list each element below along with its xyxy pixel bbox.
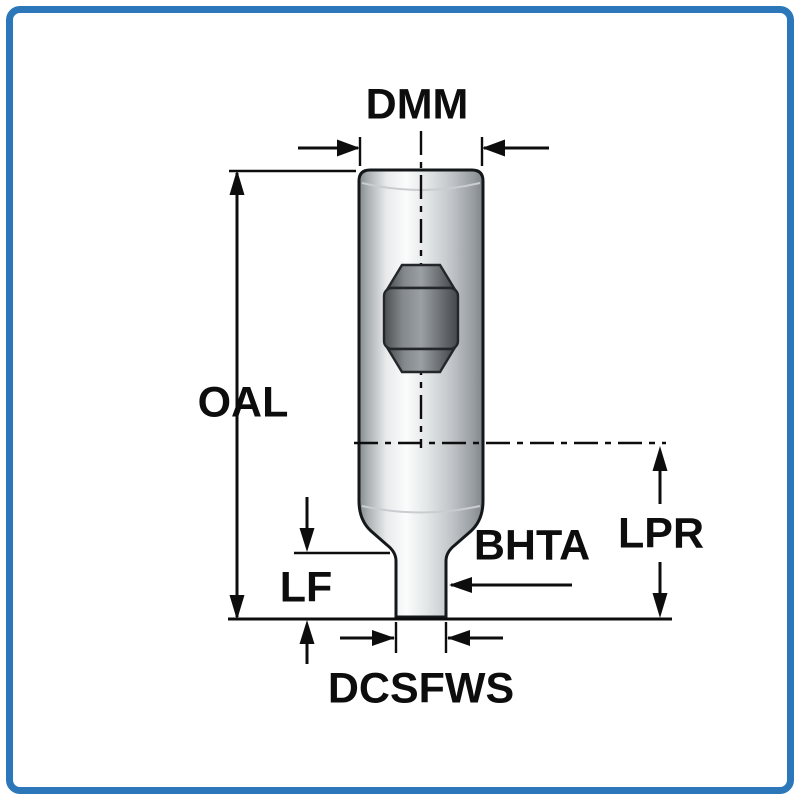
dmm-dimension bbox=[298, 137, 549, 166]
bhta-leader bbox=[449, 577, 572, 593]
bhta-arrow bbox=[449, 577, 472, 593]
label-lpr: LPR bbox=[618, 509, 704, 558]
oal-arrow-bottom bbox=[229, 595, 245, 620]
oal-dimension bbox=[229, 169, 356, 620]
clamp-screw-bottom bbox=[385, 347, 457, 374]
body-taper-shading bbox=[361, 505, 481, 514]
oal-arrow-top bbox=[229, 170, 245, 195]
clamp-screw bbox=[382, 263, 460, 374]
clamp-screw-body bbox=[382, 286, 460, 351]
dmm-arrow-right bbox=[482, 139, 505, 157]
lpr-dimension bbox=[652, 446, 668, 618]
dcsfws-arrow-left bbox=[372, 630, 395, 646]
label-bhta: BHTA bbox=[473, 521, 591, 570]
lf-dimension bbox=[294, 497, 390, 664]
dcsfws-dimension bbox=[340, 622, 503, 653]
lf-arrow-down bbox=[299, 528, 315, 552]
lf-arrow-up bbox=[299, 620, 315, 644]
lpr-arrow-down bbox=[652, 593, 668, 618]
dmm-arrow-left bbox=[337, 139, 360, 157]
label-oal: OAL bbox=[197, 378, 289, 427]
label-dmm: DMM bbox=[365, 80, 469, 129]
dcsfws-arrow-right bbox=[447, 630, 470, 646]
tool-body bbox=[357, 168, 485, 619]
label-dcsfws: DCSFWS bbox=[327, 664, 515, 713]
lpr-arrow-up bbox=[652, 446, 668, 471]
label-lf: LF bbox=[279, 563, 333, 612]
